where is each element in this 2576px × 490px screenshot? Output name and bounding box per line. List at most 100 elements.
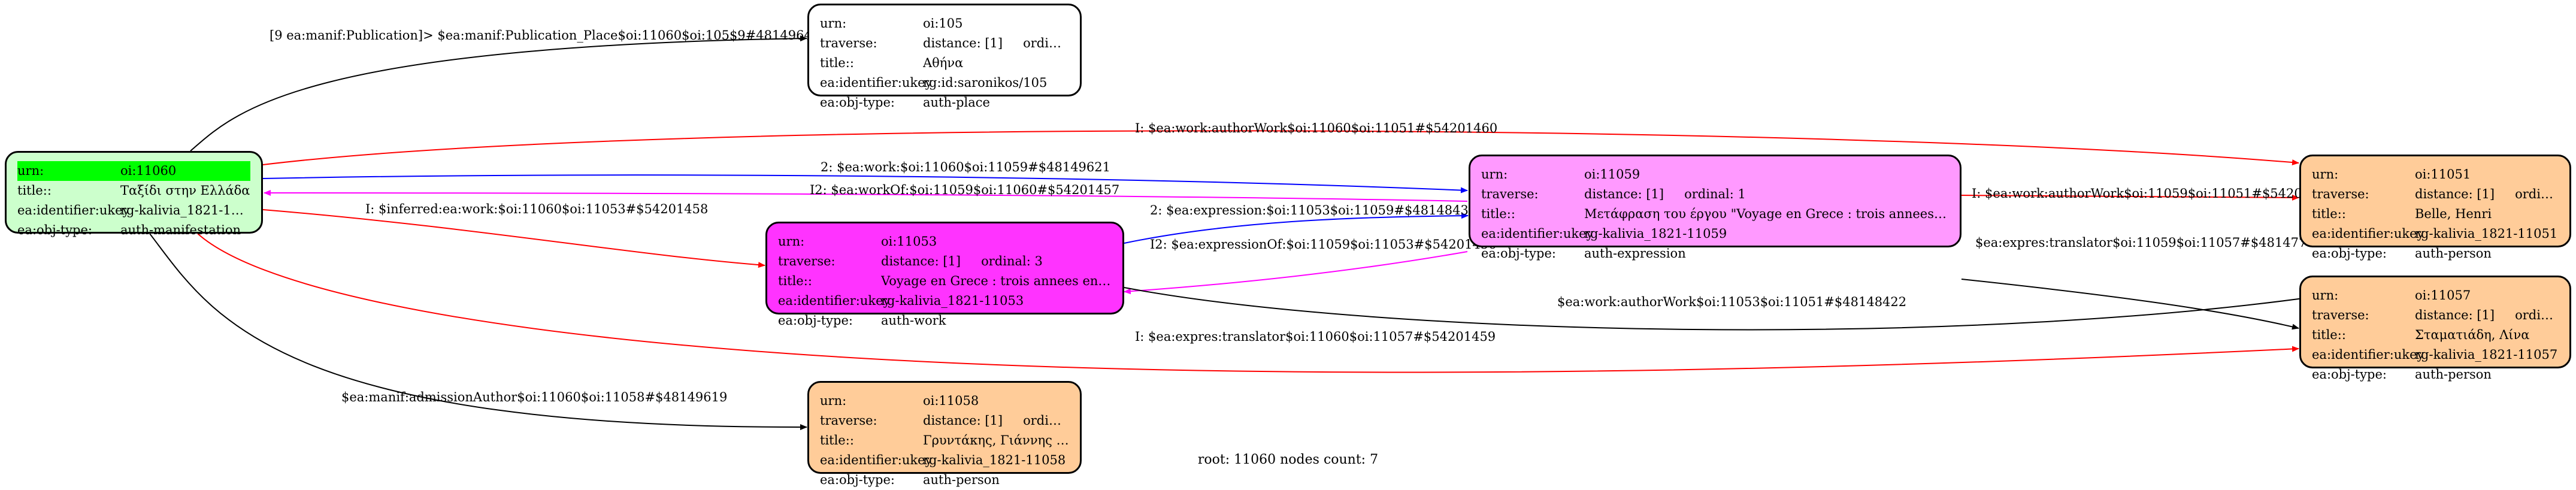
- node-11058-traverse-row: traverse:distance: [1]ordinal: 2: [820, 411, 1069, 431]
- node-105-traverse-row: traverse:distance: [1]ordinal: 6: [820, 34, 1069, 53]
- node-11058-title-row: title::Γρυντάκης, Γιάννης Μ.: [820, 431, 1069, 450]
- title-label: title::: [2312, 207, 2346, 221]
- edge-label-admission-11060-11058: $ea:manif:admissionAuthor$oi:11060$oi:11…: [341, 390, 727, 404]
- type-value: auth-manifestation: [120, 223, 241, 237]
- edge-label-expressionof-11059-11053: I2: $ea:expressionOf:$oi:11059$oi:11053#…: [1150, 237, 1497, 252]
- type-label: ea:obj-type:: [2312, 367, 2387, 382]
- node-11057[interactable]: urn:oi:11057 traverse:distance: [1]ordin…: [2299, 276, 2571, 382]
- edge-authorwork-11059-11051: [1961, 194, 2299, 201]
- node-11057-type-row: ea:obj-type:auth-person: [2312, 365, 2559, 385]
- ukey-label: ea:identifier:ukey: [820, 453, 933, 467]
- node-11053-title-row: title::Voyage en Grece : trois annees en…: [778, 271, 1112, 291]
- traverse-label: traverse:: [778, 254, 836, 268]
- title-label: title::: [17, 183, 52, 198]
- node-11059-type-row: ea:obj-type:auth-expression: [1481, 244, 1949, 264]
- ordinal-value: ordinal: 4: [2515, 308, 2559, 322]
- distance-value: distance: [1]: [2415, 187, 2495, 201]
- edge-publication-place: [190, 35, 807, 152]
- title-value: Μετάφραση του έργου "Voyage en Grece : t…: [1584, 207, 1949, 221]
- node-11060-urn-row: urn:oi:11060: [17, 161, 250, 181]
- type-label: ea:obj-type:: [2312, 246, 2387, 261]
- ordinal-value: ordinal: 1: [1684, 187, 1746, 201]
- ordinal-value: ordinal: 5: [2515, 187, 2559, 201]
- node-105-title-row: title::Αθήνα: [820, 53, 1069, 73]
- urn-label: urn:: [778, 234, 805, 249]
- urn-label: urn:: [2312, 288, 2339, 303]
- title-value: Σταματιάδη, Λίνα: [2415, 328, 2530, 342]
- distance-value: distance: [1]: [923, 36, 1003, 50]
- node-11059[interactable]: urn:oi:11059 traverse:distance: [1]ordin…: [1469, 155, 1961, 261]
- node-11059-title-row: title::Μετάφραση του έργου "Voyage en Gr…: [1481, 204, 1949, 224]
- edge-layer: [9 ea:manif:Publication]> $ea:manif:Publ…: [149, 28, 2357, 431]
- edge-inferred-11060-11053: [262, 209, 765, 268]
- edge-admission-11060-11058: [149, 233, 807, 431]
- ukey-label: ea:identifier:ukey: [17, 203, 130, 217]
- title-label: title::: [820, 56, 854, 70]
- node-11058-urn-row: urn: oi:11058: [820, 391, 1069, 411]
- urn-label: urn:: [820, 16, 847, 31]
- ukey-label: ea:identifier:ukey: [1481, 226, 1594, 241]
- title-value: Ταξίδι στην Ελλάδα: [120, 183, 250, 198]
- urn-value: oi:11051: [2415, 167, 2471, 182]
- node-11060[interactable]: urn:oi:11060 title::Ταξίδι στην Ελλάδα e…: [5, 151, 263, 237]
- edge-authorwork-11053-11051: [1124, 287, 2357, 331]
- node-11053[interactable]: urn:oi:11053 traverse:distance: [1]ordin…: [765, 222, 1124, 328]
- ukey-value: rg:id:saronikos/105: [923, 75, 1048, 90]
- edge-label-authorwork-11053-11051: $ea:work:authorWork$oi:11053$oi:11051#$4…: [1557, 295, 1906, 309]
- title-value: Αθήνα: [923, 56, 964, 70]
- node-11057-traverse-row: traverse:distance: [1]ordinal: 4: [2312, 306, 2559, 325]
- edge-label-authorwork-11059-11051: I: $ea:work:authorWork$oi:11059$oi:11051…: [1972, 186, 2334, 201]
- type-label: ea:obj-type:: [820, 95, 895, 110]
- urn-value: oi:105: [923, 16, 963, 31]
- urn-label: urn:: [820, 394, 847, 408]
- title-value: Voyage en Grece : trois annees en Grece: [881, 274, 1112, 288]
- node-11053-type-row: ea:obj-type:auth-work: [778, 311, 1112, 331]
- ordinal-value: ordinal: 6: [1023, 36, 1069, 50]
- graph-footer: root: 11060 nodes count: 7: [1197, 452, 1379, 467]
- ukey-label: ea:identifier:ukey: [778, 294, 891, 308]
- type-label: ea:obj-type:: [778, 313, 853, 328]
- node-105[interactable]: urn:oi:105 traverse:distance: [1]ordinal…: [807, 4, 1082, 110]
- distance-value: distance: [1]: [881, 254, 961, 268]
- node-11057-title-row: title::Σταματιάδη, Λίνα: [2312, 325, 2559, 345]
- edge-label-authorwork-11060-11051: I: $ea:work:authorWork$oi:11060$oi:11051…: [1135, 121, 1497, 135]
- edge-work-11060-11059: [262, 174, 1468, 193]
- edge-label-inferred-11060-11053: I: $inferred:ea:work:$oi:11060$oi:11053#…: [365, 202, 708, 216]
- edge-label-publication-place: [9 ea:manif:Publication]> $ea:manif:Publ…: [270, 28, 820, 43]
- node-11051-traverse-row: traverse: distance: [1] ordinal: 5: [2312, 184, 2559, 204]
- edge-expression-11053-11059: [1124, 213, 1469, 244]
- edge-label-translator-11060-11057: I: $ea:expres:translator$oi:11060$oi:110…: [1135, 329, 1496, 344]
- urn-label: urn:: [17, 161, 120, 181]
- node-11051-title-row: title::Belle, Henri: [2312, 204, 2559, 224]
- ukey-value: rg-kalivia_1821-11053: [881, 294, 1024, 308]
- node-11057-urn-row: urn: oi:11057: [2312, 286, 2559, 306]
- ukey-label: ea:identifier:ukey: [820, 75, 933, 90]
- node-11051-urn-row: urn: oi:11051: [2312, 165, 2559, 184]
- ukey-label: ea:identifier:ukey: [2312, 226, 2424, 241]
- distance-value: distance: [1]: [2415, 308, 2495, 322]
- edge-expressionof-11059-11053: [1124, 251, 1468, 295]
- urn-value: oi:11058: [923, 394, 979, 408]
- urn-value: oi:11057: [2415, 288, 2471, 303]
- ukey-value: rg-kalivia_1821-11059: [1584, 226, 1727, 241]
- type-value: auth-place: [923, 95, 990, 110]
- distance-value: distance: [1]: [1584, 187, 1664, 201]
- node-11058-type-row: ea:obj-type:auth-person: [820, 470, 1069, 490]
- node-11059-urn-row: urn:oi:11059: [1481, 165, 1949, 184]
- edge-translator-11060-11057: [197, 233, 2299, 373]
- ukey-value: rg-kalivia_1821-11057: [2415, 347, 2558, 362]
- urn-value: oi:11059: [1584, 167, 1640, 182]
- edge-authorwork-11060-11051: [262, 130, 2299, 166]
- type-label: ea:obj-type:: [1481, 246, 1556, 261]
- edge-translator-11059-11057: [1961, 279, 2299, 330]
- node-11051[interactable]: urn: oi:11051 traverse: distance: [1] ordin…: [2299, 155, 2571, 261]
- urn-value: oi:11060: [120, 161, 250, 181]
- traverse-label: traverse:: [2312, 187, 2369, 201]
- urn-label: urn:: [2312, 167, 2339, 182]
